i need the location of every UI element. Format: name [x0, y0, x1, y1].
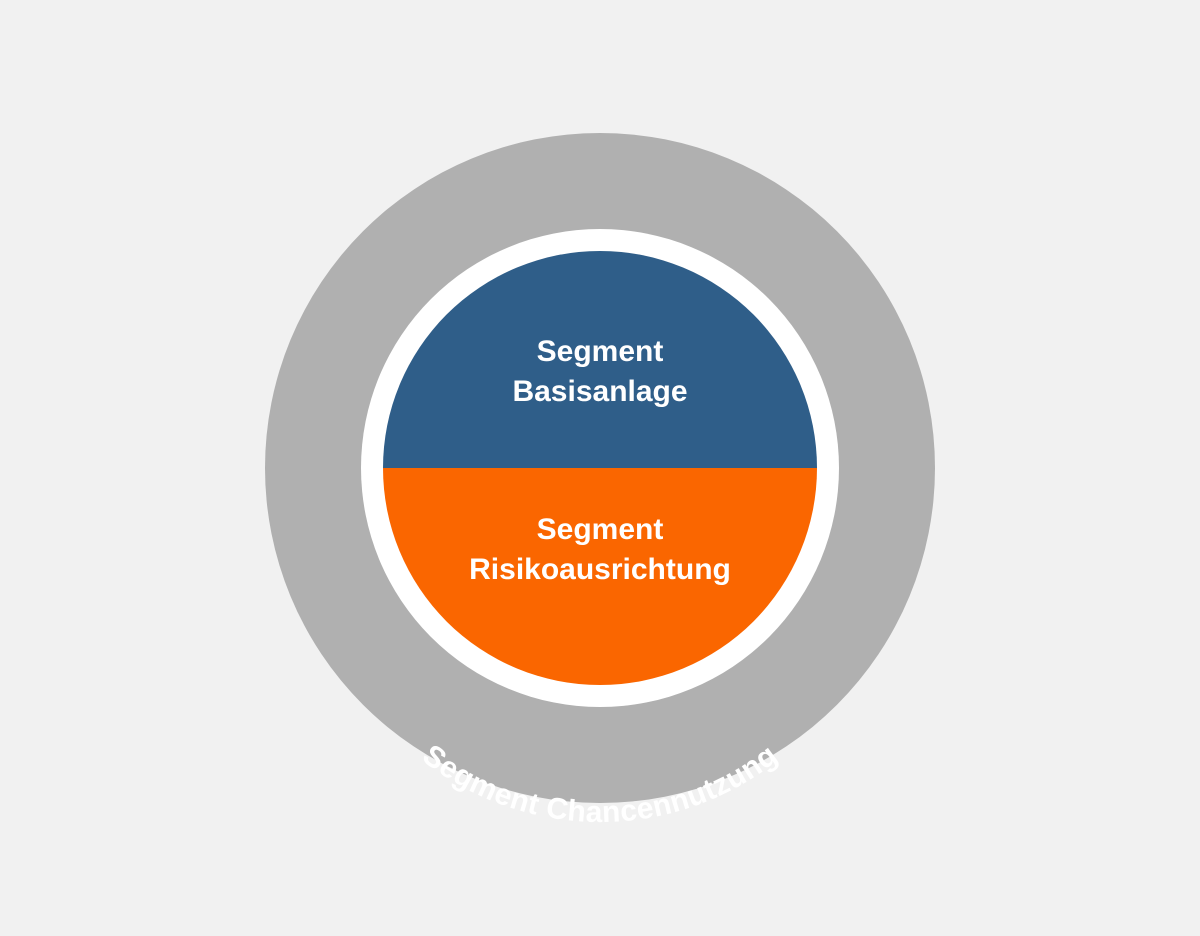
label-risikoausrichtung-line1: Segment [537, 513, 664, 546]
label-basisanlage-line1: Segment [537, 335, 664, 368]
label-risikoausrichtung-line2: Risikoausrichtung [469, 553, 731, 586]
label-basisanlage-line2: Basisanlage [512, 375, 687, 408]
inner-half-risikoausrichtung[interactable] [383, 468, 817, 685]
inner-half-basisanlage[interactable] [383, 251, 817, 468]
